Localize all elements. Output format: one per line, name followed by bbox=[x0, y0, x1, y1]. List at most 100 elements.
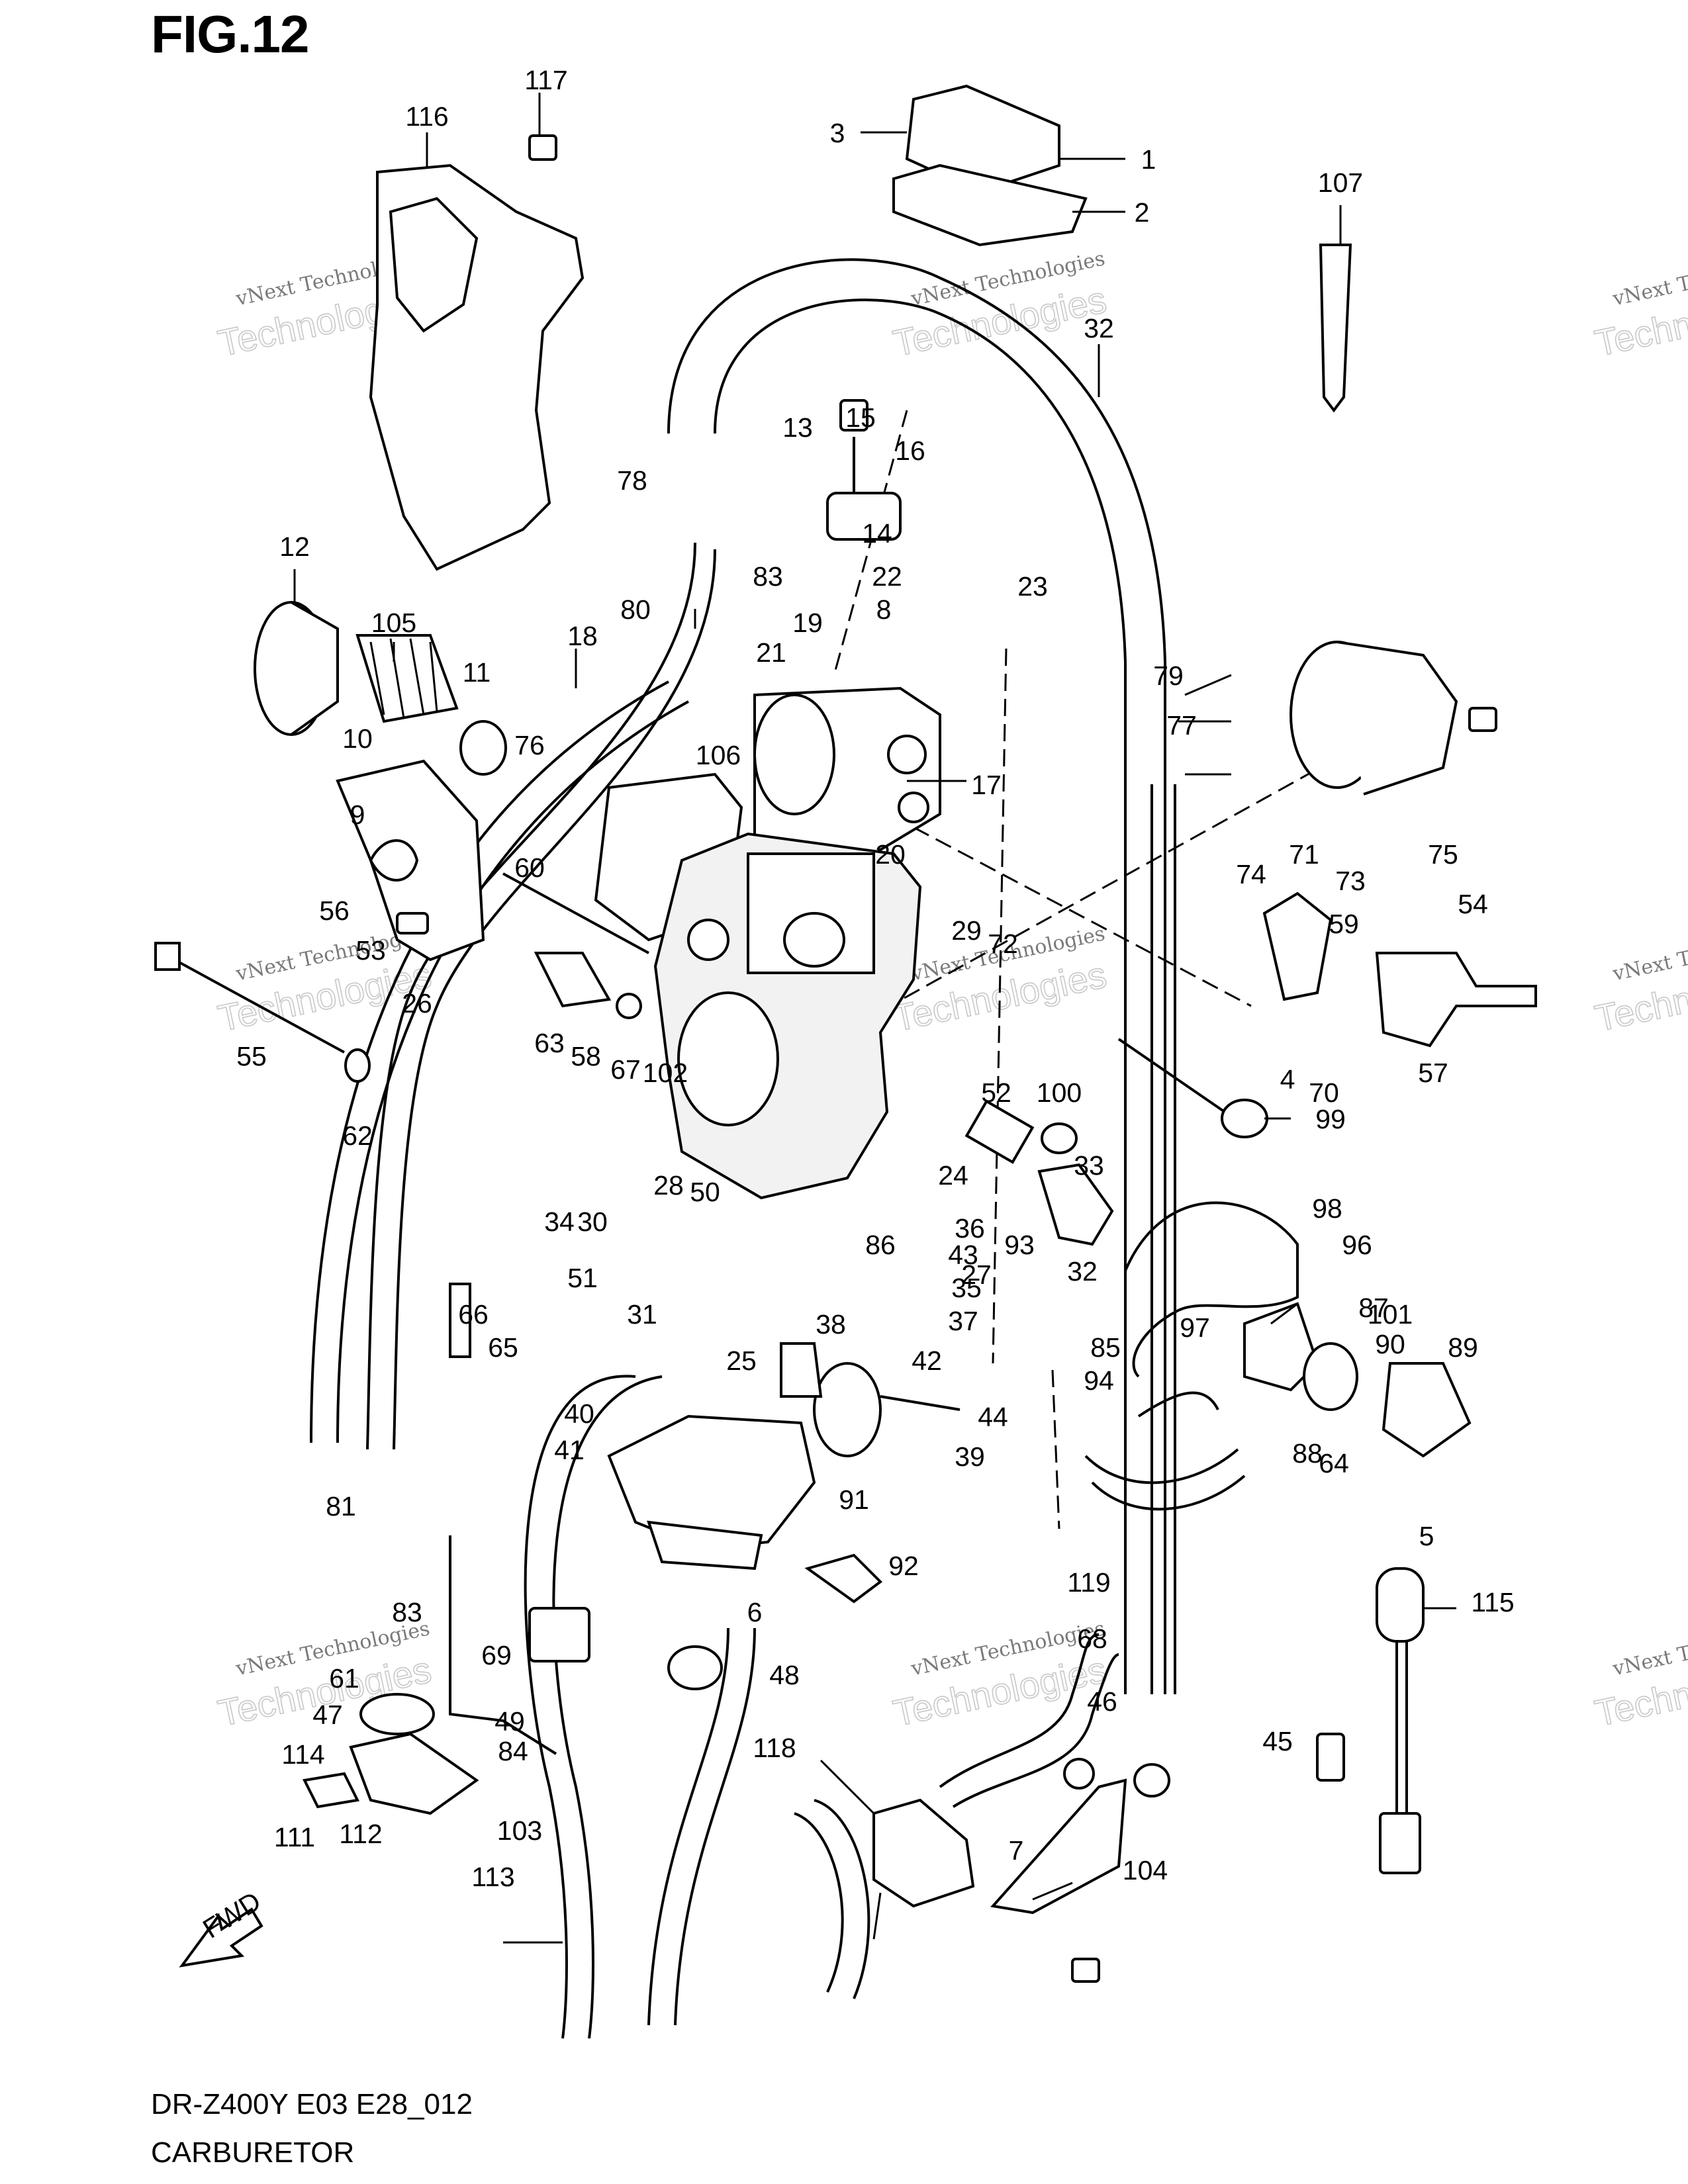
callout-1: 1 bbox=[1141, 144, 1156, 175]
callout-2: 2 bbox=[1135, 197, 1150, 228]
callout-54: 54 bbox=[1458, 889, 1488, 919]
callout-15: 15 bbox=[845, 402, 876, 433]
sensor-70 bbox=[1375, 952, 1537, 1048]
fwd-arrow-icon bbox=[179, 1907, 263, 1968]
callout-117: 117 bbox=[524, 65, 567, 95]
cap-39 bbox=[813, 1362, 882, 1457]
section-title: CARBURETOR bbox=[151, 2136, 355, 2169]
callout-114: 114 bbox=[281, 1739, 324, 1770]
callout-8: 8 bbox=[876, 594, 892, 625]
callout-33: 33 bbox=[1074, 1150, 1104, 1181]
callout-25: 25 bbox=[726, 1345, 757, 1376]
callout-77: 77 bbox=[1166, 710, 1197, 741]
callout-12: 12 bbox=[279, 531, 310, 562]
callout-44: 44 bbox=[978, 1402, 1008, 1432]
callout-101: 101 bbox=[1368, 1299, 1413, 1330]
hoses bbox=[310, 258, 1299, 2039]
callout-102: 102 bbox=[643, 1058, 688, 1088]
callout-98: 98 bbox=[1312, 1193, 1342, 1224]
callout-85: 85 bbox=[1090, 1332, 1121, 1363]
callout-83: 83 bbox=[753, 561, 783, 592]
callout-100: 100 bbox=[1037, 1077, 1082, 1108]
callout-69: 69 bbox=[481, 1640, 512, 1670]
harness-119 bbox=[1376, 1567, 1425, 1643]
callout-68: 68 bbox=[1077, 1623, 1107, 1654]
callout-46: 46 bbox=[1087, 1686, 1117, 1717]
pipe-100 bbox=[964, 1099, 1035, 1164]
callout-89: 89 bbox=[1448, 1332, 1478, 1363]
callout-19: 19 bbox=[792, 608, 823, 638]
callout-7: 7 bbox=[1009, 1835, 1024, 1866]
callout-14: 14 bbox=[862, 518, 892, 549]
gasket-2 bbox=[892, 163, 1088, 247]
callout-84: 84 bbox=[498, 1736, 528, 1766]
callout-63: 63 bbox=[534, 1028, 565, 1058]
callout-20: 20 bbox=[875, 839, 906, 870]
callout-26: 26 bbox=[402, 988, 432, 1019]
diaphragm-88 bbox=[1303, 1342, 1358, 1411]
callout-93: 93 bbox=[1004, 1230, 1035, 1260]
callout-32: 32 bbox=[1067, 1256, 1098, 1287]
callout-37: 37 bbox=[948, 1306, 978, 1336]
callout-42: 42 bbox=[912, 1345, 942, 1376]
callout-40: 40 bbox=[564, 1398, 594, 1429]
callout-58: 58 bbox=[571, 1041, 601, 1071]
holder-64 bbox=[528, 1607, 590, 1662]
cap-15 bbox=[839, 399, 868, 432]
callout-87: 87 bbox=[1358, 1293, 1389, 1323]
callout-67: 67 bbox=[610, 1054, 641, 1085]
float-bowl-44 bbox=[607, 1414, 816, 1551]
plate-71 bbox=[1262, 891, 1333, 1001]
callout-105: 105 bbox=[371, 608, 416, 638]
callout-79: 79 bbox=[1153, 660, 1184, 691]
callout-17: 17 bbox=[971, 770, 1002, 800]
callout-39: 39 bbox=[955, 1441, 985, 1472]
callout-104: 104 bbox=[1123, 1855, 1168, 1886]
callout-23: 23 bbox=[1017, 571, 1048, 602]
callout-81: 81 bbox=[326, 1491, 356, 1522]
bolt-117 bbox=[528, 134, 557, 161]
callout-16: 16 bbox=[895, 435, 925, 466]
callout-94: 94 bbox=[1084, 1365, 1114, 1396]
callout-9: 9 bbox=[350, 799, 365, 830]
callout-3: 3 bbox=[830, 118, 845, 148]
callout-75: 75 bbox=[1428, 839, 1458, 870]
svg-text:vNext Technologies: vNext Technologies bbox=[1611, 247, 1688, 310]
intake-108 bbox=[1336, 641, 1458, 796]
callout-45: 45 bbox=[1262, 1726, 1293, 1756]
callout-11: 11 bbox=[463, 657, 491, 688]
callout-52: 52 bbox=[981, 1077, 1011, 1108]
parts bbox=[154, 84, 1537, 1983]
callout-106: 106 bbox=[696, 740, 741, 770]
callout-38: 38 bbox=[816, 1309, 846, 1340]
callout-27: 27 bbox=[961, 1259, 992, 1290]
callout-88: 88 bbox=[1292, 1438, 1323, 1469]
callout-119: 119 bbox=[1067, 1567, 1110, 1598]
callout-21: 21 bbox=[756, 637, 786, 668]
callout-86: 86 bbox=[865, 1230, 896, 1260]
svg-text:vNext Technologies: vNext Technologies bbox=[1611, 1617, 1688, 1680]
callout-34: 34 bbox=[544, 1206, 575, 1237]
callout-22: 22 bbox=[872, 561, 902, 592]
callout-28: 28 bbox=[653, 1170, 684, 1201]
callout-96: 96 bbox=[1342, 1230, 1372, 1260]
bracket-103 bbox=[990, 1778, 1127, 1915]
callout-61: 61 bbox=[329, 1663, 359, 1694]
callout-99: 99 bbox=[1315, 1104, 1346, 1134]
callout-30: 30 bbox=[577, 1206, 608, 1237]
callout-50: 50 bbox=[690, 1177, 720, 1207]
choke-111 bbox=[872, 1798, 975, 1908]
figure-title: FIG.12 bbox=[151, 5, 310, 64]
strap-107 bbox=[1319, 244, 1352, 413]
callout-35: 35 bbox=[951, 1273, 982, 1303]
callout-51: 51 bbox=[567, 1263, 598, 1293]
callout-10: 10 bbox=[342, 723, 373, 754]
callout-112: 112 bbox=[339, 1819, 382, 1849]
callout-111: 111 bbox=[274, 1822, 315, 1852]
cover-89 bbox=[1382, 1362, 1472, 1458]
diaphragm-46 bbox=[359, 1693, 435, 1735]
callout-73: 73 bbox=[1335, 866, 1366, 896]
callout-59: 59 bbox=[1329, 909, 1359, 939]
